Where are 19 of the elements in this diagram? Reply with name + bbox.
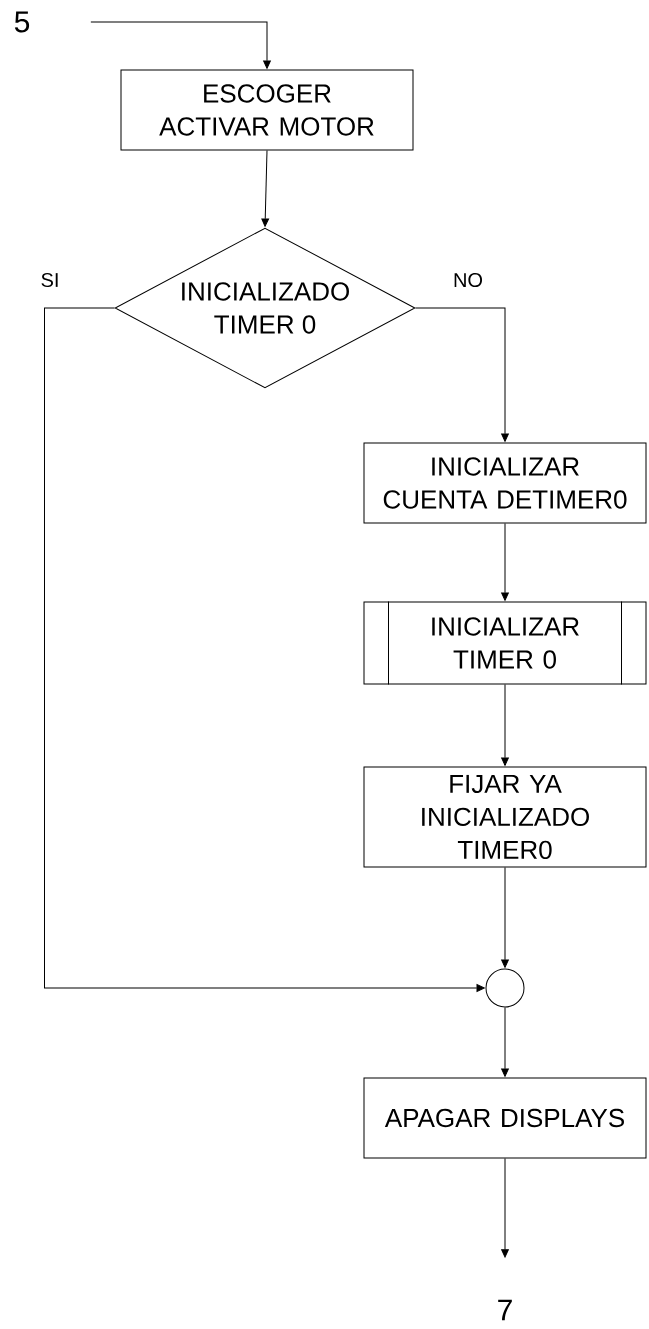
arrow — [501, 684, 509, 766]
edge-label: SI — [39, 271, 61, 289]
process-box: ESCOGER ACTIVAR MOTOR — [120, 69, 414, 151]
process-box: APAGAR DISPLAYS — [363, 1077, 647, 1159]
arrow — [261, 150, 270, 227]
connector-label: 5 — [14, 11, 30, 33]
edge-label: NO — [452, 271, 484, 289]
arrow — [44, 307, 485, 992]
connector-circle — [485, 968, 525, 1008]
arrow — [501, 1007, 509, 1077]
subroutine-box: INICIALIZAR TIMER 0 — [363, 601, 647, 685]
arrow — [501, 867, 509, 968]
arrow — [501, 1158, 509, 1258]
process-box: FIJAR YA INICIALIZADO TIMER0 — [363, 766, 647, 868]
arrow — [501, 523, 509, 601]
process-box: INICIALIZAR CUENTA DETIMER0 — [363, 442, 647, 524]
connector-label: 7 — [498, 1299, 512, 1321]
arrow — [90, 21, 271, 69]
arrow — [415, 307, 509, 442]
